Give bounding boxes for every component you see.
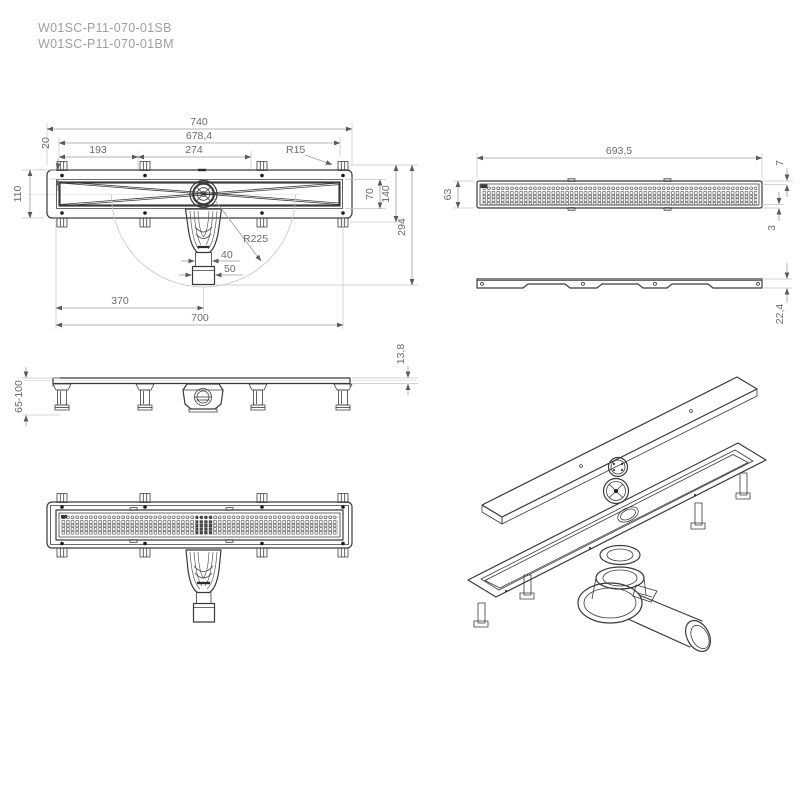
- part-numbers: W01SC-P11-070-01SB W01SC-P11-070-01BM: [38, 20, 174, 52]
- trap-radius-arc: [111, 194, 296, 288]
- grate-perforation-pattern: [482, 186, 757, 206]
- dim-678-4: 678,4: [186, 130, 212, 142]
- fastening-holes: [60, 173, 345, 215]
- dim-65-100: 65-100: [13, 380, 25, 413]
- iso-grate: [481, 376, 758, 525]
- channel-flange-outline: [46, 168, 353, 219]
- elevation-dimensions: 65-100 13,8: [13, 344, 418, 426]
- dim-22-4: 22,4: [774, 304, 786, 325]
- elevation-drawing: 65-100 13,8: [13, 344, 418, 426]
- dim-63: 63: [442, 189, 454, 201]
- assembled-trap-siphon: [185, 549, 222, 623]
- dim-140: 140: [380, 185, 392, 203]
- dim-50: 50: [224, 263, 236, 275]
- iso-legs: [473, 472, 751, 628]
- elevation-trap: [182, 383, 224, 413]
- assembled-flange-outline: [46, 501, 353, 549]
- dim-7: 7: [774, 160, 786, 166]
- isometric-exploded-drawing: [467, 376, 767, 653]
- drain-strainer: [189, 179, 218, 209]
- dim-193: 193: [89, 144, 107, 156]
- dim-40: 40: [221, 249, 233, 261]
- dim-13-8: 13,8: [395, 344, 407, 365]
- part-number-line-1: W01SC-P11-070-01SB: [38, 21, 172, 35]
- dim-r225: R225: [243, 233, 268, 245]
- iso-channel-body: [467, 442, 767, 598]
- dim-274: 274: [185, 144, 203, 156]
- assembled-fastening-holes: [60, 505, 345, 546]
- cross-bracing: [59, 181, 340, 207]
- assembled-plan-drawing: [46, 493, 353, 623]
- assembled-grate-outline: [55, 507, 344, 543]
- dim-693-5: 693,5: [606, 145, 632, 157]
- part-number-line-2: W01SC-P11-070-01BM: [38, 37, 174, 51]
- grate-plan-drawing: 693,5 63 7 3: [442, 145, 793, 231]
- grate-profile-drawing: 22,4: [476, 263, 792, 324]
- plan-dimensions: 740 678,4 193 274 R15 20 110 70 140: [12, 116, 418, 329]
- elevation-channel-rim: [52, 377, 351, 387]
- iso-siphon: [577, 544, 712, 653]
- grate-profile-outline: [476, 278, 763, 289]
- dim-r15: R15: [286, 144, 305, 156]
- dim-700: 700: [191, 312, 209, 324]
- plan-view-drawing: 740 678,4 193 274 R15 20 110 70 140: [12, 116, 418, 329]
- trap-siphon: [184, 208, 223, 286]
- iso-strainer-discs: [602, 456, 630, 505]
- grate-profile-dimensions: 22,4: [762, 263, 792, 324]
- dim-20: 20: [40, 137, 52, 149]
- dim-70: 70: [364, 188, 376, 200]
- dim-740: 740: [190, 116, 208, 128]
- dim-3: 3: [766, 225, 778, 231]
- dim-370: 370: [111, 295, 129, 307]
- dim-294: 294: [396, 218, 408, 236]
- assembled-grate-dark-patch: [196, 515, 214, 535]
- grate-plan-dimensions: 693,5 63 7 3: [442, 145, 793, 231]
- dim-110: 110: [12, 185, 24, 202]
